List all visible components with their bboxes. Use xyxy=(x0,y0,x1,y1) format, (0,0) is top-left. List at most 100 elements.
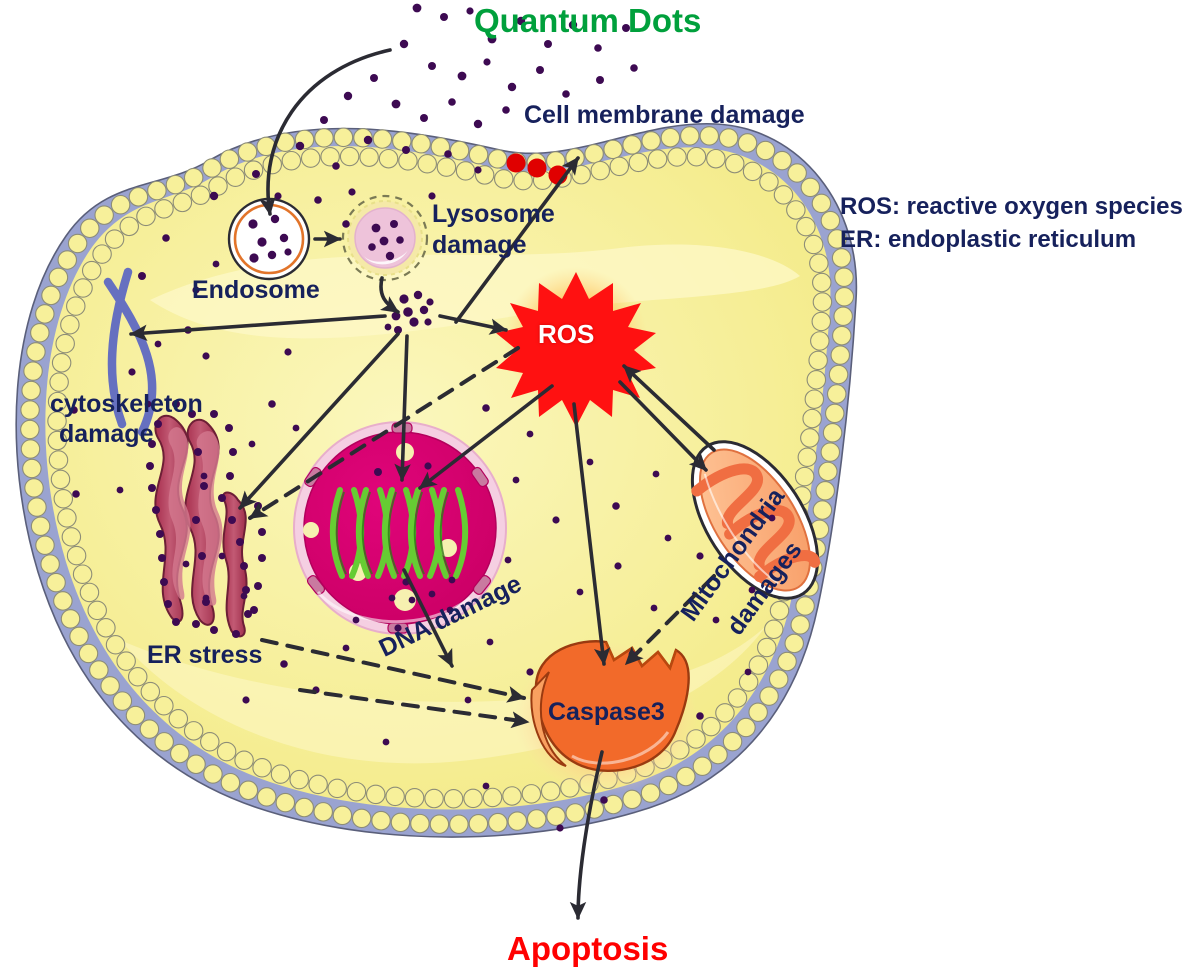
phospholipid-head xyxy=(773,185,794,205)
phospholipid-head xyxy=(742,161,763,182)
phospholipid-head xyxy=(78,643,99,664)
phospholipid-head xyxy=(507,811,528,831)
phospholipid-head xyxy=(270,764,291,784)
dna-helix-strand-2 xyxy=(335,491,451,575)
phospholipid-head xyxy=(41,285,61,306)
phospholipid-head xyxy=(96,618,116,638)
phospholipid-head xyxy=(92,244,112,264)
phospholipid-head xyxy=(540,781,561,801)
phospholipid-head xyxy=(67,233,88,254)
phospholipid-head xyxy=(769,600,790,621)
phospholipid-head xyxy=(57,250,78,270)
phospholipid-head xyxy=(786,200,806,220)
phospholipid-head xyxy=(208,176,228,196)
phospholipid-head xyxy=(513,170,533,191)
caspase3 xyxy=(514,640,698,794)
phospholipid-head xyxy=(822,422,843,443)
phospholipid-head xyxy=(833,306,853,326)
arrow-release-to-membrane-damage xyxy=(454,156,580,324)
phospholipid-head xyxy=(430,137,451,157)
arrow-caspase3-to-apoptosis xyxy=(569,750,604,920)
phospholipid-head xyxy=(748,702,768,723)
phospholipid-head xyxy=(55,333,75,354)
phospholipid-head xyxy=(449,814,469,834)
phospholipid-head xyxy=(449,140,470,161)
phospholipid-head xyxy=(100,676,120,696)
pathway-arrows xyxy=(129,48,716,920)
phospholipid-head xyxy=(764,619,784,640)
phospholipid-head xyxy=(487,149,508,169)
phospholipid-head xyxy=(20,439,41,459)
phospholipid-head xyxy=(202,158,222,178)
phospholipid-head xyxy=(359,147,379,167)
phospholipid-head xyxy=(281,150,302,171)
phospholipid-head xyxy=(759,686,779,706)
phospholipid-head xyxy=(603,794,624,815)
quantum-dots-scatter xyxy=(70,3,776,832)
phospholipid-head xyxy=(660,127,681,148)
arrow-release-to-nucleus xyxy=(394,334,411,482)
phospholipid-head xyxy=(768,669,789,689)
phospholipid-head xyxy=(72,564,93,584)
phospholipid-head xyxy=(722,731,743,752)
phospholipid-head xyxy=(346,781,367,802)
phospholipid-head xyxy=(203,764,223,784)
legend-item-er: ER: endoplastic reticulum xyxy=(840,226,1137,253)
phospholipid-head xyxy=(87,600,107,621)
phospholipid-head xyxy=(35,535,55,556)
phospholipid-head xyxy=(371,810,391,831)
phospholipid-head xyxy=(429,814,450,834)
arrow-ros-to-er-stress xyxy=(248,346,520,520)
phospholipid-head xyxy=(30,516,51,537)
label-caspase3: Caspase3 xyxy=(548,698,665,726)
phospholipid-head xyxy=(795,596,815,616)
mitochondria-cristae xyxy=(691,463,821,583)
label-er-stress: ER stress xyxy=(147,641,263,669)
phospholipid-head xyxy=(824,403,845,424)
arrow-er-stress-to-caspase3 xyxy=(260,638,526,703)
phospholipid-head xyxy=(830,345,851,365)
phospholipid-head xyxy=(48,267,69,288)
phospholipid-head xyxy=(812,272,832,293)
phospholipid-head xyxy=(468,813,489,834)
phospholipid-head xyxy=(410,813,430,834)
phospholipid-head xyxy=(66,296,86,316)
phospholipid-head xyxy=(777,651,797,672)
label-ros: ROS xyxy=(538,319,595,349)
label-lysosome-damage-line1: Lysosome xyxy=(432,200,555,228)
phospholipid-head xyxy=(154,695,174,716)
phospholipid-head xyxy=(609,156,630,177)
phospholipid-head xyxy=(811,193,832,214)
endosome xyxy=(227,197,311,281)
phospholipid-head xyxy=(165,174,186,195)
phospholipid-head xyxy=(314,128,334,148)
phospholipid-head xyxy=(546,806,566,826)
phospholipid-head xyxy=(803,234,824,255)
phospholipid-head xyxy=(50,469,71,490)
phospholipid-head xyxy=(105,634,126,655)
arrow-ros-to-caspase3 xyxy=(572,402,611,666)
endoplasmic-reticulum xyxy=(146,400,266,638)
phospholipid-head xyxy=(815,481,835,501)
page-title: Quantum Dots xyxy=(474,2,702,39)
phospholipid-head xyxy=(463,788,483,809)
dna-helix xyxy=(329,487,469,579)
phospholipid-head xyxy=(94,205,114,225)
phospholipid-head xyxy=(790,615,810,635)
phospholipid-head xyxy=(603,139,623,160)
phospholipid-head xyxy=(27,497,47,517)
phospholipid-head xyxy=(35,304,55,324)
phospholipid-head xyxy=(706,148,726,169)
phospholipid-head xyxy=(69,626,89,647)
released-quantum-dot-cluster xyxy=(384,290,434,334)
phospholipid-head xyxy=(365,784,386,805)
arrow-ros-to-mitochondria xyxy=(618,380,708,472)
phospholipid-head xyxy=(724,153,745,174)
phospholipid-head xyxy=(784,633,804,654)
phospholipid-head xyxy=(372,129,393,149)
phospholipid-head xyxy=(112,691,133,711)
phospholipid-head xyxy=(647,149,668,169)
arrow-lysosome-to-release xyxy=(379,276,400,314)
phospholipid-head xyxy=(404,788,425,808)
label-lysosome-damage-line2: damage xyxy=(432,231,527,259)
